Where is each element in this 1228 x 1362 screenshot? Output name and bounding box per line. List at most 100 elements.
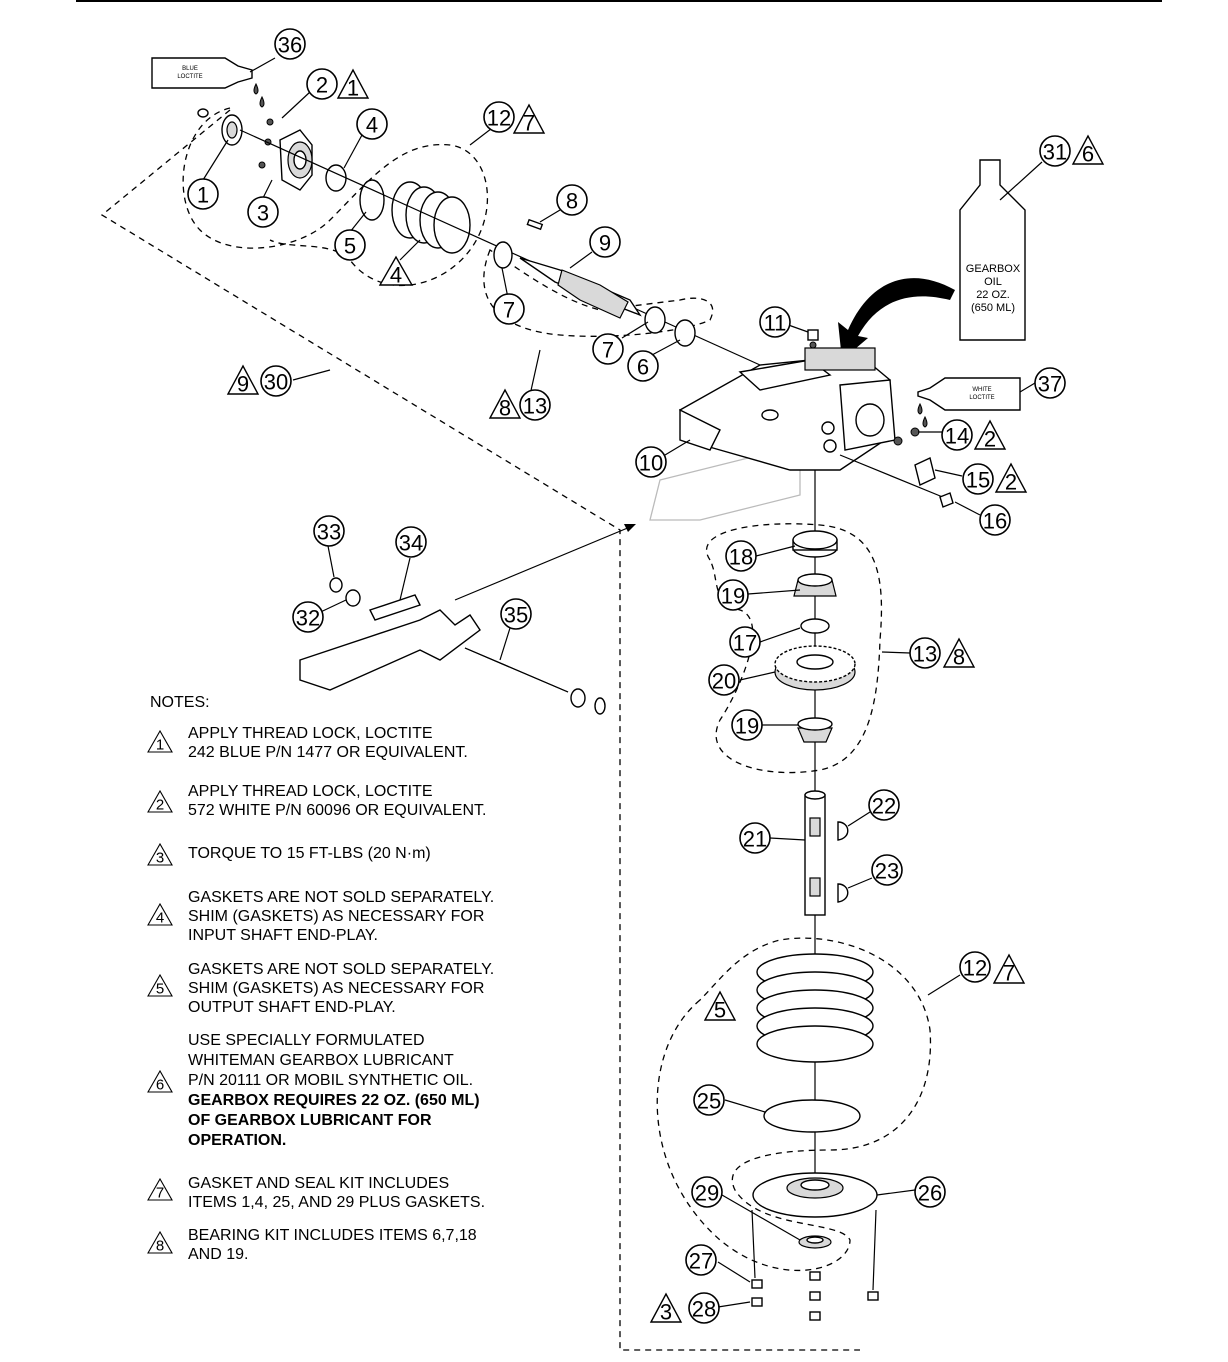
woodruff-key-lower xyxy=(837,883,849,903)
callout-4: 4 xyxy=(356,108,388,140)
note-flag-4: 4 xyxy=(147,902,173,927)
flag-note-7-item-12-right: 7 xyxy=(992,953,1026,986)
note-4-line-3: INPUT SHAFT END-PLAY. xyxy=(188,927,378,944)
pin-clip xyxy=(594,697,606,715)
flag-note-2-item-15: 2 xyxy=(994,462,1028,495)
svg-text:5: 5 xyxy=(344,234,356,259)
note-6-bold-line-2: OF GEARBOX LUBRICANT FOR xyxy=(188,1112,432,1129)
svg-text:32: 32 xyxy=(296,606,320,631)
note-5-line-2: SHIM (GASKETS) AS NECESSARY FOR xyxy=(188,980,485,997)
svg-text:25: 25 xyxy=(697,1089,721,1114)
note-8-line-1: BEARING KIT INCLUDES ITEMS 6,7,18 xyxy=(188,1227,477,1244)
white-tube-label-2: LOCTITE xyxy=(969,395,994,401)
flag-note-4-input-gaskets: 4 xyxy=(378,255,414,288)
callout-6: 6 xyxy=(627,350,659,382)
callout-32: 32 xyxy=(292,601,324,633)
svg-text:8: 8 xyxy=(566,189,578,214)
svg-text:17: 17 xyxy=(733,631,757,656)
svg-text:16: 16 xyxy=(983,509,1007,534)
svg-text:8: 8 xyxy=(156,1238,164,1255)
svg-text:31: 31 xyxy=(1043,140,1067,165)
svg-text:26: 26 xyxy=(918,1181,942,1206)
blue-tube-label-1: BLUE xyxy=(182,66,198,72)
svg-text:23: 23 xyxy=(875,859,899,884)
svg-text:1: 1 xyxy=(156,737,164,754)
notes-heading: NOTES: xyxy=(150,694,210,711)
output-shaft-part xyxy=(804,790,826,916)
svg-text:7: 7 xyxy=(602,338,614,363)
note-4-line-2: SHIM (GASKETS) AS NECESSARY FOR xyxy=(188,908,485,925)
note-7-line-2: ITEMS 1,4, 25, AND 29 PLUS GASKETS. xyxy=(188,1194,486,1211)
svg-text:4: 4 xyxy=(390,263,402,288)
callout-17: 17 xyxy=(729,626,761,658)
input-bearing-cone-2 xyxy=(644,306,666,334)
leader-lines xyxy=(202,57,1043,1308)
note-flag-1: 1 xyxy=(147,729,173,754)
note-2-line-1: APPLY THREAD LOCK, LOCTITE xyxy=(188,783,433,800)
svg-text:27: 27 xyxy=(689,1249,713,1274)
note-2-line-2: 572 WHITE P/N 60096 OR EQUIVALENT. xyxy=(188,802,487,819)
callout-14: 14 xyxy=(941,419,973,451)
output-gear-part xyxy=(774,645,856,691)
svg-text:13: 13 xyxy=(523,394,547,419)
callout-11: 11 xyxy=(759,306,791,338)
o-ring-part xyxy=(359,179,385,221)
flag-note-9-item-30: 9 xyxy=(226,364,260,397)
callout-19-upper: 19 xyxy=(717,579,749,611)
svg-text:7: 7 xyxy=(523,111,535,136)
output-cover-part xyxy=(752,1172,878,1218)
svg-text:1: 1 xyxy=(347,76,359,101)
svg-text:11: 11 xyxy=(764,311,787,336)
callout-1: 1 xyxy=(187,178,219,210)
note-7-line-1: GASKET AND SEAL KIT INCLUDES xyxy=(188,1175,450,1192)
svg-text:12: 12 xyxy=(963,956,987,981)
callout-7-right: 7 xyxy=(592,333,624,365)
flag-note-2-item-14: 2 xyxy=(973,419,1007,452)
note-6-line-1: USE SPECIALLY FORMULATED xyxy=(188,1032,425,1049)
svg-text:7: 7 xyxy=(156,1185,164,1202)
gearbox-housing xyxy=(649,347,896,521)
svg-text:5: 5 xyxy=(156,981,164,998)
output-o-ring-part xyxy=(763,1099,861,1133)
note-flag-8: 8 xyxy=(147,1230,173,1255)
svg-text:3: 3 xyxy=(660,1300,672,1325)
pin-part xyxy=(464,647,569,693)
input-seal-part xyxy=(197,108,243,146)
svg-text:19: 19 xyxy=(721,584,745,609)
svg-text:8: 8 xyxy=(953,645,965,670)
callout-25: 25 xyxy=(693,1084,725,1116)
note-3: TORQUE TO 15 FT-LBS (20 N·m) xyxy=(188,844,558,863)
seal-kit-outline-output xyxy=(656,937,932,1272)
callout-35: 35 xyxy=(500,598,532,630)
lever-ring-part xyxy=(329,577,343,593)
svg-text:10: 10 xyxy=(639,451,663,476)
callout-13-top: 13 xyxy=(519,389,551,421)
svg-text:14: 14 xyxy=(945,424,969,449)
callout-34: 34 xyxy=(395,526,427,558)
svg-text:34: 34 xyxy=(399,531,423,556)
svg-text:13: 13 xyxy=(913,642,937,667)
svg-text:2: 2 xyxy=(316,73,328,98)
note-flag-6: 6 xyxy=(147,1069,173,1094)
note-6-line-3: P/N 20111 OR MOBIL SYNTHETIC OIL. xyxy=(188,1072,474,1089)
svg-text:9: 9 xyxy=(599,231,611,256)
output-gaskets-part xyxy=(756,953,874,1063)
note-3-line-1: TORQUE TO 15 FT-LBS (20 N·m) xyxy=(188,845,431,862)
note-6: USE SPECIALLY FORMULATED WHITEMAN GEARBO… xyxy=(188,1031,558,1151)
svg-text:2: 2 xyxy=(1005,470,1017,495)
svg-text:4: 4 xyxy=(156,910,164,927)
note-6-line-2: WHITEMAN GEARBOX LUBRICANT xyxy=(188,1052,454,1069)
svg-text:18: 18 xyxy=(729,545,753,570)
callout-29: 29 xyxy=(691,1176,723,1208)
svg-text:29: 29 xyxy=(695,1181,719,1206)
svg-text:9: 9 xyxy=(237,372,249,397)
svg-text:33: 33 xyxy=(317,520,341,545)
output-bearing-cup xyxy=(792,530,838,558)
note-8-line-2: AND 19. xyxy=(188,1246,249,1263)
note-2: APPLY THREAD LOCK, LOCTITE 572 WHITE P/N… xyxy=(188,782,558,820)
cover-bolts-part xyxy=(751,1271,879,1321)
bearing-kit-outline-output xyxy=(706,523,883,774)
input-key-part xyxy=(526,218,544,231)
woodruff-key-upper xyxy=(837,821,849,841)
